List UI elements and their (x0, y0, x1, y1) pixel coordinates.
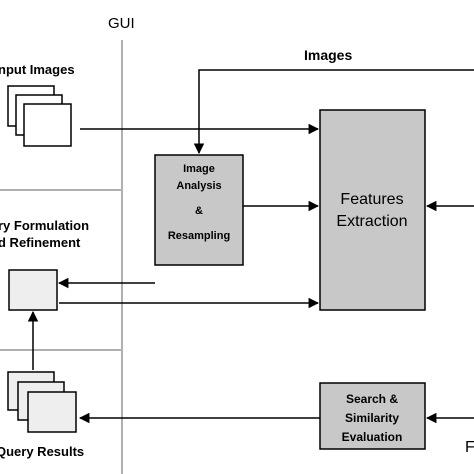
search-similarity-line1: Search & (346, 392, 398, 406)
image-analysis-box: Image Analysis & Resampling (154, 154, 244, 266)
image-analysis-line3: & (195, 205, 203, 217)
search-similarity-line3: Evaluation (342, 430, 403, 444)
query-formulation-label-line1: ry Formulation (0, 218, 89, 233)
search-similarity-box: Search & Similarity Evaluation (319, 382, 426, 450)
images-label: Images (304, 47, 352, 63)
query-results-stack (7, 371, 77, 433)
input-images-label: nput Images (0, 62, 75, 77)
query-formulation-box (8, 269, 58, 311)
image-analysis-line2: Analysis (176, 180, 221, 192)
query-formulation-label-line2: d Refinement (0, 235, 81, 250)
image-analysis-line1: Image (183, 163, 215, 175)
input-images-stack (7, 85, 72, 147)
gui-label: GUI (108, 15, 135, 32)
features-extraction-box: Features Extraction (319, 109, 426, 311)
right-edge-label: F (465, 439, 474, 456)
features-extraction-line2: Extraction (336, 213, 407, 230)
arrow-images-to-analysis (193, 69, 474, 155)
features-extraction-line1: Features (340, 191, 403, 208)
query-results-label: Query Results (0, 444, 84, 459)
image-analysis-line4: Resampling (168, 230, 230, 242)
search-similarity-line2: Similarity (345, 411, 399, 425)
